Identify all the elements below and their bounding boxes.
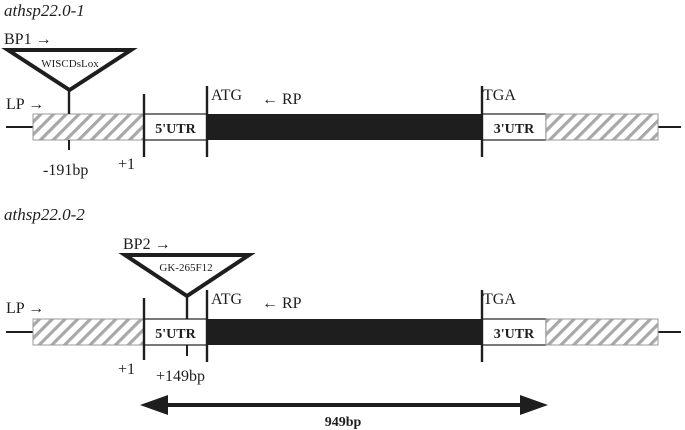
allele-1-downstream-region — [545, 113, 659, 141]
allele-1: athsp22.0-1 5'UTR 3'UTR WISCDsLox BP1 → … — [1, 1, 681, 179]
allele-2: athsp22.0-2 5'UTR 3'UTR GK-265F12 BP2 → … — [4, 205, 681, 385]
allele-2-title: athsp22.0-2 — [4, 205, 85, 224]
allele-1-lp-primer-label: LP → — [6, 96, 44, 113]
span-arrow: 949bp — [140, 395, 548, 430]
allele-2-tga-label: TGA — [483, 291, 516, 308]
allele-2-tss-label: +1 — [118, 361, 135, 378]
allele-1-insert-triangle — [1, 48, 138, 93]
allele-1-atg-label: ATG — [211, 87, 243, 104]
allele-1-tss-label: +1 — [118, 156, 135, 173]
allele-1-insert-position-label: -191bp — [43, 162, 88, 179]
allele-2-insert-triangle — [118, 253, 256, 299]
allele-1-rp-primer-label: ← RP — [262, 91, 302, 108]
allele-2-utr5-box — [143, 318, 208, 346]
span-length-label: 949bp — [325, 415, 362, 430]
allele-1-title: athsp22.0-1 — [4, 1, 85, 20]
allele-2-utr3-label: 3'UTR — [494, 327, 535, 342]
allele-2-utr3-box — [481, 318, 547, 346]
allele-2-utr5-label: 5'UTR — [155, 327, 196, 342]
allele-1-bp-primer-label: BP1 → — [4, 31, 52, 48]
allele-2-promoter-region — [32, 318, 145, 346]
allele-2-downstream-region — [545, 318, 659, 346]
allele-2-rp-primer-label: ← RP — [262, 295, 302, 312]
allele-2-insert-position-label: +149bp — [156, 368, 205, 385]
allele-1-tga-label: TGA — [483, 87, 516, 104]
allele-1-insert-label: WISCDsLox — [41, 58, 99, 70]
span-arrow-right-head — [520, 395, 548, 415]
allele-1-cds-box — [207, 114, 482, 140]
allele-2-lp-primer-label: LP → — [6, 300, 44, 317]
allele-2-bp-primer-label: BP2 → — [123, 236, 171, 253]
allele-2-atg-label: ATG — [211, 291, 243, 308]
span-arrow-left-head — [140, 395, 168, 415]
allele-2-insert-label: GK-265F12 — [159, 262, 212, 274]
allele-1-utr5-label: 5'UTR — [155, 122, 196, 137]
allele-1-utr3-label: 3'UTR — [494, 122, 535, 137]
allele-2-cds-box — [207, 319, 482, 345]
allele-1-promoter-region — [32, 113, 145, 141]
